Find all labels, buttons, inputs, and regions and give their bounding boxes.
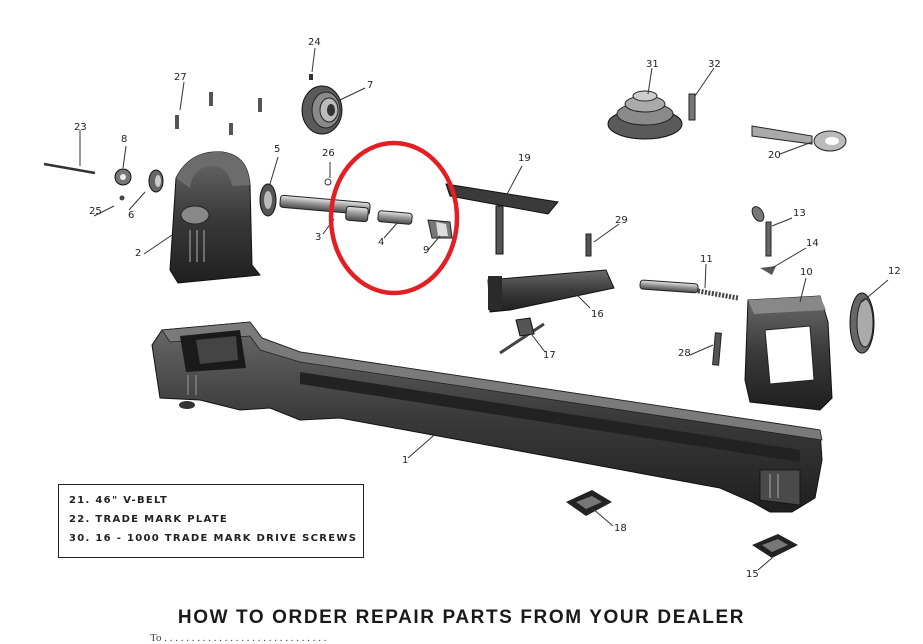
callout-8: 8 — [121, 134, 128, 145]
highlight-circle — [328, 140, 460, 296]
part-19-tool-rest — [445, 183, 559, 255]
part-29-screw — [585, 233, 592, 257]
callout-5: 5 — [274, 144, 281, 155]
callout-14: 14 — [806, 238, 819, 249]
callout-12: 12 — [888, 266, 901, 277]
callout-24: 24 — [308, 37, 321, 48]
legend-number: 22. — [69, 514, 91, 525]
callout-15: 15 — [746, 569, 759, 580]
callout-9: 9 — [423, 245, 430, 256]
callout-19: 19 — [518, 153, 531, 164]
part-12-handwheel — [849, 292, 875, 354]
callout-28: 28 — [678, 348, 691, 359]
callout-6: 6 — [128, 210, 135, 221]
part-9-spur-center — [427, 219, 453, 239]
part-25-pin — [119, 195, 125, 201]
legend-row: 30. 16 - 1000 TRADE MARK DRIVE SCREWS — [69, 533, 357, 544]
callout-10: 10 — [800, 267, 813, 278]
callout-20: 20 — [768, 150, 781, 161]
legend-text: TRADE MARK PLATE — [95, 514, 229, 525]
part-24-key — [309, 74, 313, 80]
legend-row: 21. 46" V-BELT — [69, 495, 168, 506]
part-15-pad — [752, 534, 798, 558]
parts-legend-box: 21. 46" V-BELT 22. TRADE MARK PLATE 30. … — [58, 484, 364, 558]
part-11-tailstock-ram — [639, 279, 739, 301]
callout-11: 11 — [700, 254, 713, 265]
part-28-bolt — [712, 332, 722, 366]
callout-23: 23 — [74, 122, 87, 133]
callout-27: 27 — [174, 72, 187, 83]
legend-number: 21. — [69, 495, 91, 506]
callout-2: 2 — [135, 248, 142, 259]
part-6-collar — [148, 169, 164, 193]
callout-7: 7 — [367, 80, 374, 91]
footer-text: To . . . . . . . . . . . . . . . . . . .… — [150, 632, 327, 644]
callout-3: 3 — [315, 232, 322, 243]
callout-18: 18 — [614, 523, 627, 534]
part-8-nut — [114, 168, 132, 186]
callout-31: 31 — [646, 59, 659, 70]
part-2-headstock — [169, 151, 261, 284]
part-16-tool-rest-base — [487, 269, 615, 313]
part-7-step-pulley — [301, 85, 343, 135]
legend-text: 46" V-BELT — [95, 495, 169, 506]
callout-25: 25 — [89, 206, 102, 217]
part-1-lathe-bed — [151, 321, 823, 513]
legend-row: 22. TRADE MARK PLATE — [69, 514, 228, 525]
part-4-sleeve — [377, 210, 413, 225]
callout-4: 4 — [378, 237, 385, 248]
callout-26: 26 — [322, 148, 335, 159]
part-32-pin — [688, 93, 696, 121]
callout-17: 17 — [543, 350, 556, 361]
part-14-wedge — [760, 266, 776, 275]
callout-1: 1 — [402, 455, 409, 466]
part-23-rod — [43, 162, 96, 175]
part-3-spindle — [279, 194, 371, 223]
part-5-bearing — [259, 183, 277, 217]
part-17-clamp — [499, 317, 545, 355]
callout-16: 16 — [591, 309, 604, 320]
part-26-ring — [324, 178, 332, 186]
legend-number: 30. — [69, 533, 91, 544]
page-heading: HOW TO ORDER REPAIR PARTS FROM YOUR DEAL… — [177, 607, 746, 628]
callout-32: 32 — [708, 59, 721, 70]
callout-29: 29 — [615, 215, 628, 226]
part-13-clamp-handle — [751, 206, 772, 257]
part-31-motor-pulley — [607, 90, 683, 140]
part-10-tailstock — [744, 295, 833, 411]
legend-text: 16 - 1000 TRADE MARK DRIVE SCREWS — [95, 533, 358, 544]
leader-lines — [79, 47, 889, 571]
part-18-pad — [566, 490, 612, 516]
part-20-wrench — [751, 125, 847, 152]
callout-13: 13 — [793, 208, 806, 219]
part-27-screws — [175, 92, 262, 135]
